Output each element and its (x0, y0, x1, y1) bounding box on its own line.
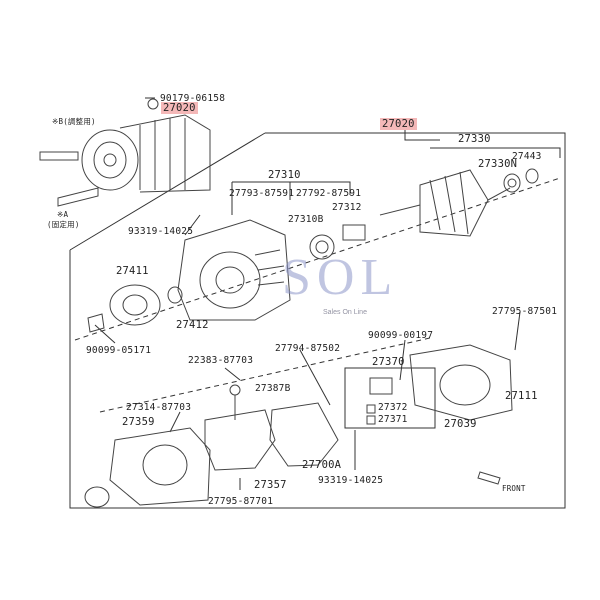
part-label-27111: 27111 (505, 390, 538, 402)
part-label-27330n: 27330N (478, 158, 518, 170)
part-label-27372: 27372 (378, 402, 408, 413)
rear-section-sketch (84, 344, 513, 508)
part-label-27020-top: 27020 (161, 102, 198, 114)
leader-27020 (404, 130, 440, 141)
part-label-27387b: 27387B (255, 383, 291, 394)
dashed-line-lower (99, 337, 431, 413)
front-direction-label: FRONT (502, 484, 526, 493)
part-label-93319-14025-upper: 93319-14025 (128, 226, 194, 237)
alternator-assembly-sketch (39, 98, 211, 207)
part-label-90179-06158: 90179-06158 (160, 93, 226, 104)
watermark-logo: SOL (282, 249, 399, 306)
part-label-27330: 27330 (458, 133, 491, 145)
part-label-27793-87591: 27793-87591 (229, 188, 295, 199)
note-label-a: ※A (57, 210, 69, 219)
frame-border (69, 132, 566, 509)
rotor-sketch (379, 168, 539, 237)
part-label-27357: 27357 (254, 479, 287, 491)
part-label-27310: 27310 (268, 169, 301, 181)
dashed-line-upper (74, 177, 561, 341)
part-label-27443: 27443 (512, 151, 542, 162)
pulley-sketch (87, 284, 183, 333)
part-label-27371: 27371 (378, 414, 408, 425)
part-label-27795-87701: 27795-87701 (208, 496, 274, 507)
bracket-27370 (344, 367, 436, 429)
part-label-27312: 27312 (332, 202, 362, 213)
part-label-93319-14025-lower: 93319-14025 (318, 475, 384, 486)
part-label-27310b: 27310B (288, 214, 324, 225)
note-label-fixed: (固定用) (47, 220, 80, 229)
part-label-27370: 27370 (372, 356, 405, 368)
part-label-27792-87591: 27792-87591 (296, 188, 362, 199)
part-label-27700a: 27700A (302, 459, 342, 471)
part-label-90099-00197: 90099-00197 (368, 330, 434, 341)
part-label-27039: 27039 (444, 418, 477, 430)
bracket-27310 (232, 181, 351, 195)
part-label-27359: 27359 (122, 416, 155, 428)
part-label-22383-87703: 22383-87703 (188, 355, 254, 366)
part-label-27314-87703: 27314-87703 (126, 402, 192, 413)
part-label-27794-87502: 27794-87502 (275, 343, 341, 354)
part-label-27795-87501: 27795-87501 (492, 306, 558, 317)
note-label-b: ※B(調整用) (52, 117, 96, 126)
front-housing-sketch (177, 219, 366, 321)
part-label-27411: 27411 (116, 265, 149, 277)
part-label-90099-05171: 90099-05171 (86, 345, 152, 356)
part-label-27412: 27412 (176, 319, 209, 331)
bracket-27330 (430, 147, 561, 158)
part-label-27020-main: 27020 (380, 118, 417, 130)
watermark-subtitle: Sales On Line (323, 309, 367, 316)
